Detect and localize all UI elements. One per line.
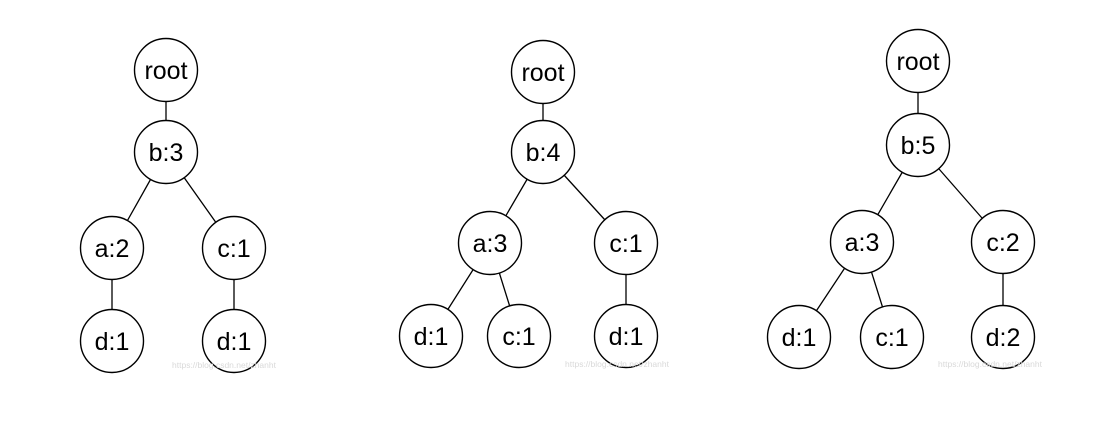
node-label: d:1 — [95, 328, 130, 356]
watermark-text: https://blog.csdn.net/zhanht — [565, 359, 670, 369]
node-label: a:3 — [845, 229, 880, 257]
node-label: c:1 — [875, 324, 908, 352]
node-label: d:1 — [414, 323, 449, 351]
node-label: d:2 — [986, 324, 1021, 352]
watermark-text: https://blog.csdn.net/zhanht — [172, 360, 277, 370]
node-circle — [593, 303, 659, 369]
tree-node: d:1 — [201, 308, 267, 374]
tree-node: c:1 — [859, 304, 925, 370]
node-label: b:5 — [901, 132, 936, 160]
tree-node: d:2 — [970, 304, 1036, 370]
node-circle — [79, 215, 145, 281]
node-circle — [766, 304, 832, 370]
tree-node: d:1 — [766, 304, 832, 370]
node-circle — [133, 37, 199, 103]
tree-node: a:3 — [457, 210, 523, 276]
fp-tree-step-1: root b:3 a:2 c:1 d:1 d:1 https://blog.csdn.net… — [79, 37, 277, 374]
tree-node: root — [510, 39, 576, 105]
fp-tree-step-3: root b:5 a:3 c:2 d:1 c:1 d:2 https://blog.csdn.… — [766, 28, 1043, 370]
node-circle — [486, 303, 552, 369]
node-label: c:1 — [217, 235, 250, 263]
tree-node: b:3 — [133, 119, 199, 185]
tree-node: b:5 — [885, 112, 951, 178]
tree-node: d:1 — [593, 303, 659, 369]
tree-node: root — [133, 37, 199, 103]
node-label: a:3 — [473, 230, 508, 258]
node-label: root — [144, 57, 187, 85]
node-circle — [829, 209, 895, 275]
tree-node: d:1 — [79, 308, 145, 374]
node-circle — [457, 210, 523, 276]
node-circle — [885, 28, 951, 94]
node-label: c:1 — [609, 230, 642, 258]
watermark-text: https://blog.csdn.net/zhanht — [938, 359, 1043, 369]
node-label: b:3 — [149, 139, 184, 167]
tree-node: a:3 — [829, 209, 895, 275]
tree-node: a:2 — [79, 215, 145, 281]
tree-node: c:1 — [486, 303, 552, 369]
node-circle — [593, 210, 659, 276]
node-label: d:1 — [609, 323, 644, 351]
fp-tree-step-2: root b:4 a:3 c:1 d:1 c:1 d:1 https://blog.csdn.… — [398, 39, 670, 369]
node-circle — [859, 304, 925, 370]
node-circle — [201, 308, 267, 374]
node-label: root — [521, 59, 564, 87]
node-label: b:4 — [526, 139, 561, 167]
node-label: c:1 — [502, 323, 535, 351]
node-circle — [133, 119, 199, 185]
node-label: c:2 — [986, 229, 1019, 257]
node-circle — [79, 308, 145, 374]
tree-node: root — [885, 28, 951, 94]
node-circle — [970, 304, 1036, 370]
tree-node: c:1 — [201, 215, 267, 281]
tree-node: b:4 — [510, 119, 576, 185]
node-label: root — [896, 48, 939, 76]
node-label: d:1 — [217, 328, 252, 356]
node-circle — [970, 209, 1036, 275]
node-circle — [398, 303, 464, 369]
tree-node: c:1 — [593, 210, 659, 276]
node-circle — [510, 39, 576, 105]
node-circle — [201, 215, 267, 281]
node-circle — [885, 112, 951, 178]
node-label: d:1 — [782, 324, 817, 352]
node-label: a:2 — [95, 235, 130, 263]
tree-node: c:2 — [970, 209, 1036, 275]
tree-node: d:1 — [398, 303, 464, 369]
node-circle — [510, 119, 576, 185]
